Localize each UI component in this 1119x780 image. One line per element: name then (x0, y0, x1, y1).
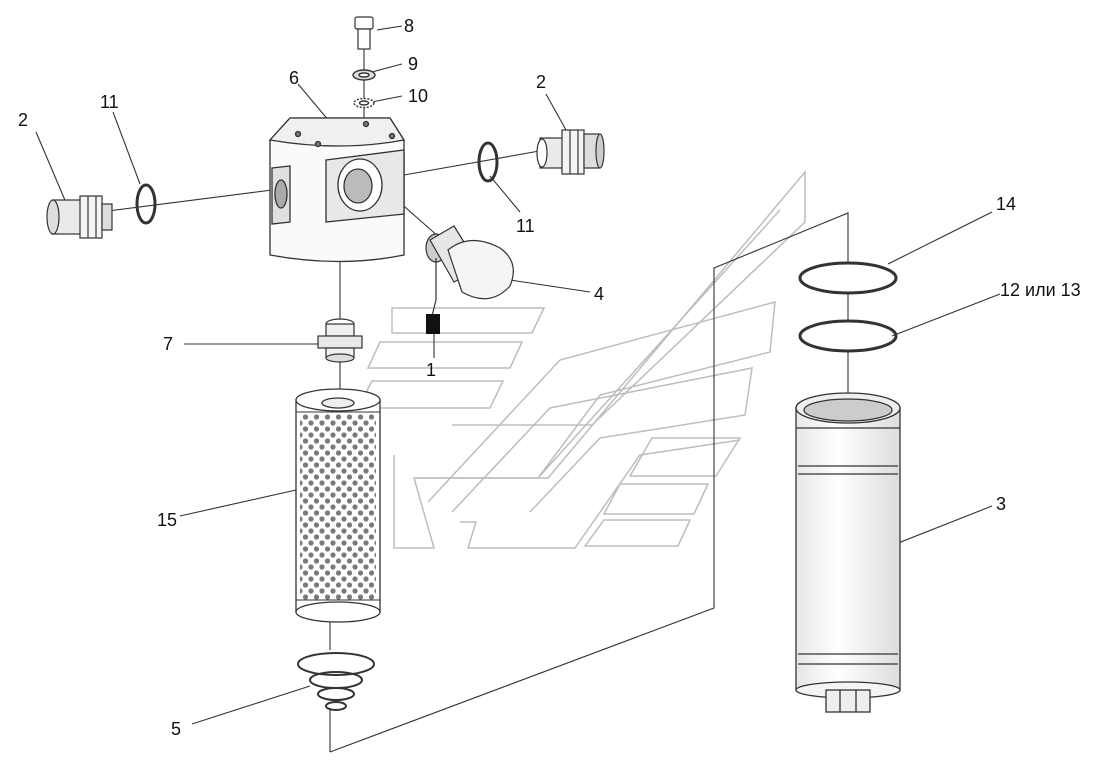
label-1: 1 (426, 360, 437, 380)
clogging-indicator-icon (425, 225, 514, 317)
label-8: 8 (404, 16, 415, 36)
washer-icon (352, 69, 376, 109)
label-3: 3 (996, 494, 1007, 514)
o-ring-12-icon (798, 319, 898, 353)
label-7: 7 (163, 334, 174, 354)
filter-element-icon (295, 388, 381, 623)
o-ring-left-icon (135, 183, 157, 225)
o-ring-right-icon (477, 141, 499, 183)
nipple-icon (317, 318, 363, 363)
label-9: 9 (408, 54, 419, 74)
label-10: 10 (408, 86, 429, 106)
label-4: 4 (594, 284, 605, 304)
label-15: 15 (157, 510, 178, 530)
leader-lines (35, 25, 1001, 753)
fitting-left-icon (46, 195, 113, 239)
label-6: 6 (289, 68, 300, 88)
bolt-icon (354, 16, 374, 50)
label-14: 14 (996, 194, 1017, 214)
o-ring-14-icon (798, 261, 898, 295)
filter-head-icon (268, 117, 406, 263)
connector-icon (426, 314, 440, 334)
label-12-13: 12 или 13 (1000, 280, 1081, 300)
label-11-left: 11 (100, 92, 119, 112)
fitting-right-icon (536, 129, 605, 175)
spring-icon (297, 652, 375, 711)
label-2-left: 2 (18, 110, 29, 130)
watermark-logo (356, 169, 806, 549)
label-2-right: 2 (536, 72, 547, 92)
bowl-icon (795, 392, 901, 713)
label-11-right: 11 (516, 216, 535, 236)
label-5: 5 (171, 719, 182, 739)
